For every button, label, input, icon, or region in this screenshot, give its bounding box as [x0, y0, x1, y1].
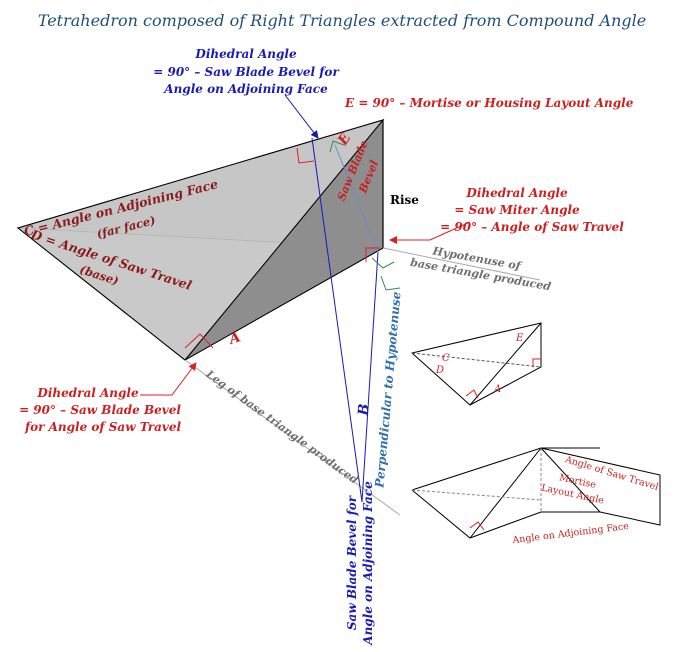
- small-marker-a: [465, 389, 479, 399]
- tetrahedron: [16, 118, 385, 361]
- small-dashed-base: [411, 352, 542, 368]
- right-angle-marker-green-2: [371, 257, 395, 269]
- blue-line-left: [311, 137, 363, 503]
- dihedral-top-line-2: = 90° – Saw Blade Bevel for: [153, 65, 340, 79]
- right-angle-marker-top: [296, 147, 315, 164]
- right-angle-marker-rise: [365, 247, 380, 262]
- blue-line-right: [361, 251, 379, 503]
- dihedral-right-line-2: = Saw Miter Angle: [454, 203, 580, 217]
- leader-top: [284, 94, 319, 139]
- small-marker-e: [532, 358, 541, 367]
- small-e-letter: E: [515, 333, 524, 344]
- dihedral-right-line-1: Dihedral Angle: [465, 186, 568, 200]
- leg-produced-label: Leg of base triangle produced: [203, 367, 361, 487]
- e-equation-label: E = 90° – Mortise or Housing Layout Angl…: [344, 96, 634, 110]
- dihedral-top-line-1: Dihedral Angle: [194, 47, 297, 61]
- dihedral-right-line-3: = 90° – Angle of Saw Travel: [440, 220, 624, 234]
- saw-bevel-bottom-line-1: Saw Blade Bevel for: [345, 494, 359, 630]
- small-inset-diagram: C D E A: [410, 322, 542, 406]
- diagram-title: Tetrahedron composed of Right Triangles …: [38, 11, 646, 30]
- dihedral-top-line-3: Angle on Adjoining Face: [163, 82, 328, 96]
- box-outline-bottom: [411, 489, 600, 539]
- blue-line-top: [334, 144, 379, 253]
- dihedral-left-line-3: for Angle of Saw Travel: [24, 420, 182, 434]
- small-c-letter: C: [442, 353, 450, 364]
- box-dashed-1: [411, 489, 542, 501]
- hypotenuse-produced-line: [382, 247, 541, 281]
- dihedral-left-line-2: = 90° – Saw Blade Bevel: [19, 403, 181, 417]
- leader-left: [140, 362, 197, 396]
- small-edge-diag: [469, 322, 542, 406]
- leader-right: [389, 221, 471, 244]
- perpendicular-label: Perpendicular to Hypotenuse: [372, 291, 403, 490]
- box-marker-1: [469, 521, 485, 531]
- box-diag-1: [469, 447, 542, 539]
- rise-label: Rise: [390, 193, 419, 207]
- small-d-letter: D: [435, 365, 444, 376]
- small-outline: [410, 322, 542, 406]
- box-outline-right: [540, 447, 661, 526]
- leg-produced-line: [184, 359, 401, 516]
- box-diag-2: [540, 447, 601, 513]
- saw-bevel-bottom-line-2: Angle on Adjoining Face: [361, 481, 375, 646]
- b-letter: B: [355, 403, 372, 417]
- a-letter: A: [225, 329, 242, 348]
- lower-inset-diagram: Angle of Saw Travel Mortise Layout Angle…: [411, 447, 661, 546]
- small-a-letter: A: [493, 384, 501, 395]
- right-angle-marker-green: [380, 275, 401, 291]
- right-angle-marker-top-green: [329, 140, 345, 153]
- box-adjoining-label: Angle on Adjoining Face: [511, 521, 630, 546]
- dihedral-left-line-1: Dihedral Angle: [36, 386, 139, 400]
- front-face: [16, 119, 385, 361]
- right-angle-marker-a: [184, 333, 214, 349]
